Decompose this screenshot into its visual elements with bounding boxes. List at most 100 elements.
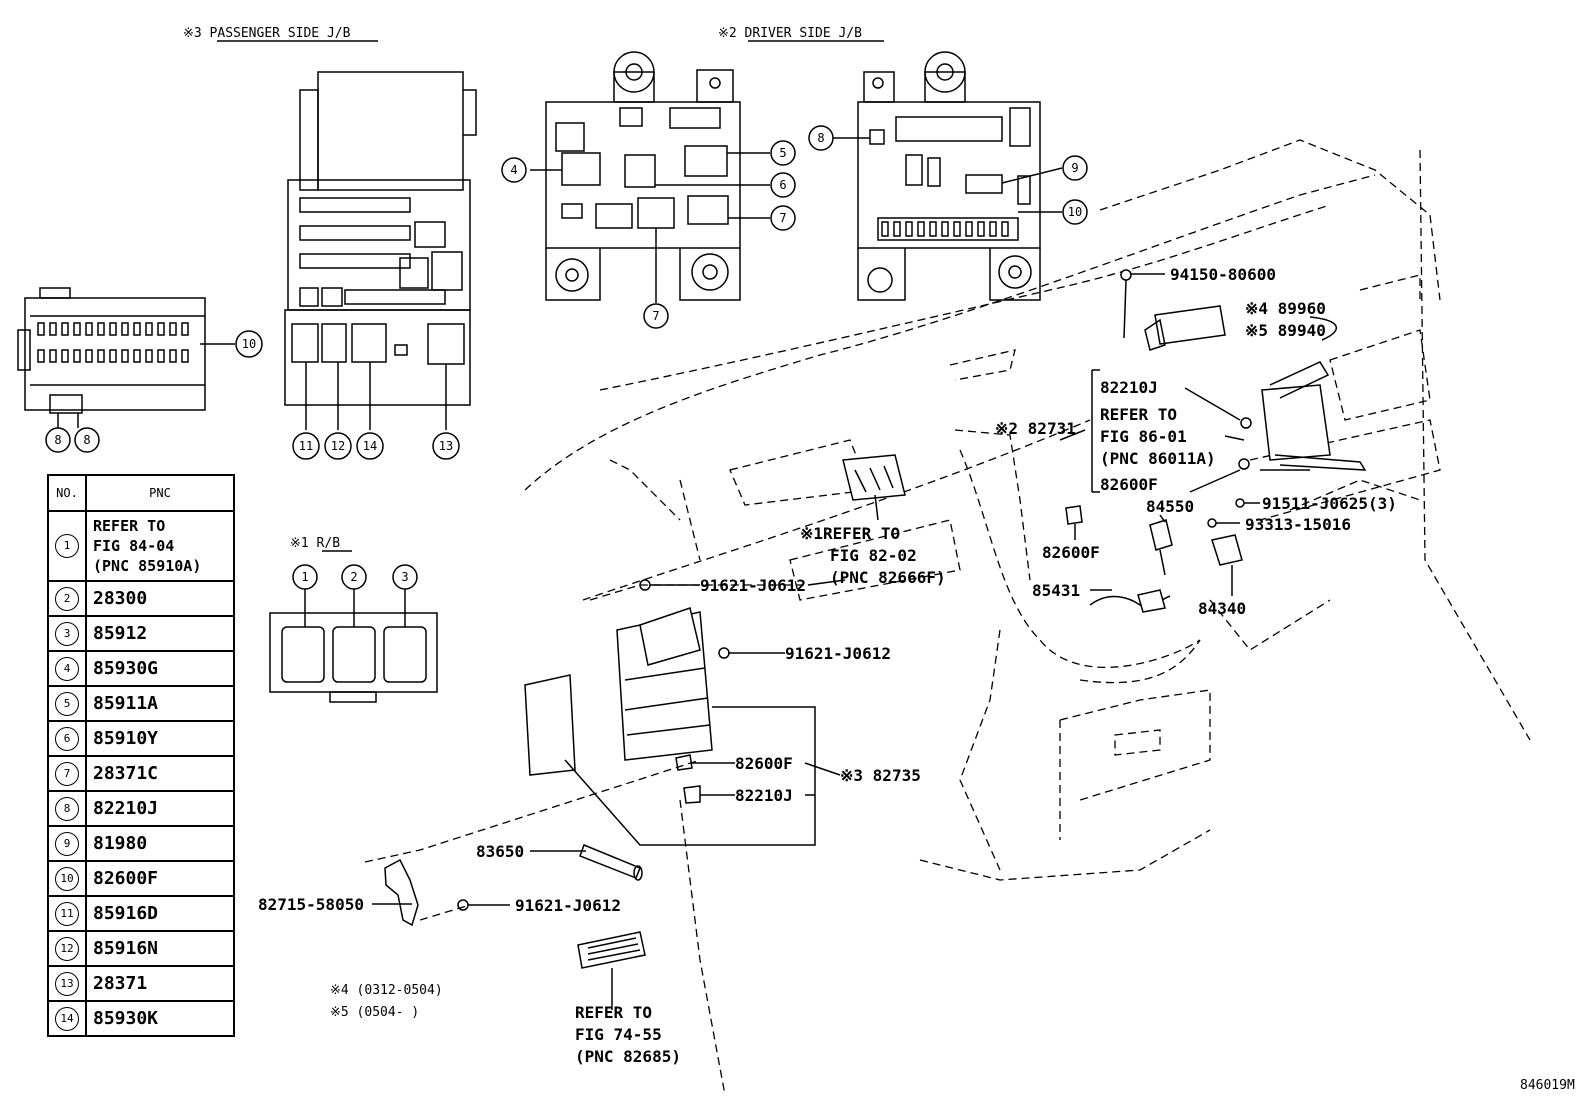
marker-7a: 7 bbox=[770, 205, 796, 231]
marker-8b: 8 bbox=[45, 427, 71, 453]
svg-text:6: 6 bbox=[779, 178, 786, 192]
svg-text:10: 10 bbox=[1068, 205, 1082, 219]
row-number-circle: 3 bbox=[55, 621, 79, 646]
table-header-no: NO. bbox=[47, 474, 87, 512]
row-pnc: 85910Y bbox=[85, 720, 235, 757]
part-fuse-puller-83650 bbox=[579, 844, 643, 881]
marker-12: 12 bbox=[324, 432, 352, 460]
passenger-jb-drawing bbox=[284, 71, 477, 430]
marker-14: 14 bbox=[356, 432, 384, 460]
part-harness-85431 bbox=[1089, 589, 1171, 613]
callout-89940: ※5 89940 bbox=[1245, 321, 1326, 340]
part-switch-84340 bbox=[1211, 534, 1243, 566]
callout-82600F-low: 82600F bbox=[735, 754, 793, 773]
refer-86-01-line3: (PNC 86011A) bbox=[1100, 449, 1216, 468]
row-number: 9 bbox=[47, 825, 87, 862]
refer-74-55-line2: FIG 74-55 bbox=[575, 1025, 662, 1044]
callout-82210J-top: 82210J bbox=[1100, 378, 1158, 397]
refer-82-02-line2: FIG 82-02 bbox=[830, 546, 917, 565]
row-number-circle: 1 bbox=[55, 534, 79, 558]
row-number: 11 bbox=[47, 895, 87, 932]
marker-8a: 8 bbox=[808, 125, 834, 151]
row-pnc: 82600F bbox=[85, 860, 235, 897]
row-number: 13 bbox=[47, 965, 87, 1002]
svg-text:13: 13 bbox=[439, 439, 453, 453]
row-number-circle: 2 bbox=[55, 586, 79, 611]
row-pnc: REFER TO FIG 84-04 (PNC 85910A) bbox=[85, 510, 235, 582]
row-number: 5 bbox=[47, 685, 87, 722]
marker-6: 6 bbox=[770, 172, 796, 198]
callout-89960: ※4 89960 bbox=[1245, 299, 1326, 318]
row-number: 6 bbox=[47, 720, 87, 757]
leader-lines bbox=[364, 273, 1338, 1010]
callout-82210J-low: 82210J bbox=[735, 786, 793, 805]
svg-text:8: 8 bbox=[83, 433, 90, 447]
refer-82-02-line1: ※1REFER TO bbox=[800, 524, 900, 543]
callout-82731: ※2 82731 bbox=[995, 419, 1076, 438]
svg-text:4: 4 bbox=[510, 163, 517, 177]
row-pnc: 85911A bbox=[85, 685, 235, 722]
row-pnc: 81980 bbox=[85, 825, 235, 862]
driver-jb-left-drawing bbox=[530, 51, 770, 303]
row-number: 10 bbox=[47, 860, 87, 897]
row-number: 2 bbox=[47, 580, 87, 617]
refer-74-55-line3: (PNC 82685) bbox=[575, 1047, 681, 1066]
row-pnc: 85916D bbox=[85, 895, 235, 932]
bolt-icons bbox=[457, 269, 1252, 911]
note-4: ※4 (0312-0504) bbox=[330, 983, 443, 998]
svg-text:2: 2 bbox=[350, 570, 357, 584]
row-number-circle: 9 bbox=[55, 831, 79, 856]
row-number-circle: 10 bbox=[55, 866, 79, 891]
row-number-circle: 7 bbox=[55, 761, 79, 786]
part-bracket-switch bbox=[1260, 361, 1367, 471]
row-number-circle: 14 bbox=[55, 1006, 79, 1031]
rb-title: ※1 R/B bbox=[290, 536, 340, 551]
marker-11: 11 bbox=[292, 432, 320, 460]
callout-91621-J0612-b: 91621-J0612 bbox=[785, 644, 891, 663]
row-number-circle: 6 bbox=[55, 726, 79, 751]
svg-text:7: 7 bbox=[652, 309, 659, 323]
marker-10b: 10 bbox=[235, 330, 263, 358]
marker-rb-3: 3 bbox=[392, 564, 418, 590]
part-bracket-82715 bbox=[384, 858, 419, 927]
row-number: 8 bbox=[47, 790, 87, 827]
part-sensor-84550 bbox=[1149, 519, 1173, 576]
row-number-circle: 13 bbox=[55, 971, 79, 996]
row-pnc: 85930K bbox=[85, 1000, 235, 1037]
svg-text:8: 8 bbox=[817, 131, 824, 145]
marker-8c: 8 bbox=[74, 427, 100, 453]
row-pnc: 85930G bbox=[85, 650, 235, 687]
marker-rb-1: 1 bbox=[292, 564, 318, 590]
marker-9: 9 bbox=[1062, 155, 1088, 181]
row-number-circle: 4 bbox=[55, 656, 79, 681]
marker-7b: 7 bbox=[643, 303, 669, 329]
row-pnc: 28300 bbox=[85, 580, 235, 617]
vehicle-dashboard-drawing bbox=[524, 139, 1531, 1096]
row-number: 14 bbox=[47, 1000, 87, 1037]
refer-74-55-line1: REFER TO bbox=[575, 1003, 652, 1022]
callout-91511-J0625: 91511-J0625(3) bbox=[1262, 494, 1397, 513]
row-pnc: 28371C bbox=[85, 755, 235, 792]
row-pnc: 28371 bbox=[85, 965, 235, 1002]
row-number: 12 bbox=[47, 930, 87, 967]
marker-10a: 10 bbox=[1062, 199, 1088, 225]
svg-text:5: 5 bbox=[779, 146, 786, 160]
marker-5: 5 bbox=[770, 140, 796, 166]
svg-text:12: 12 bbox=[331, 439, 345, 453]
refer-86-01-line2: FIG 86-01 bbox=[1100, 427, 1187, 446]
svg-text:9: 9 bbox=[1071, 161, 1078, 175]
row-number-circle: 11 bbox=[55, 901, 79, 926]
row-number: 1 bbox=[47, 510, 87, 582]
callout-84550: 84550 bbox=[1146, 497, 1194, 516]
